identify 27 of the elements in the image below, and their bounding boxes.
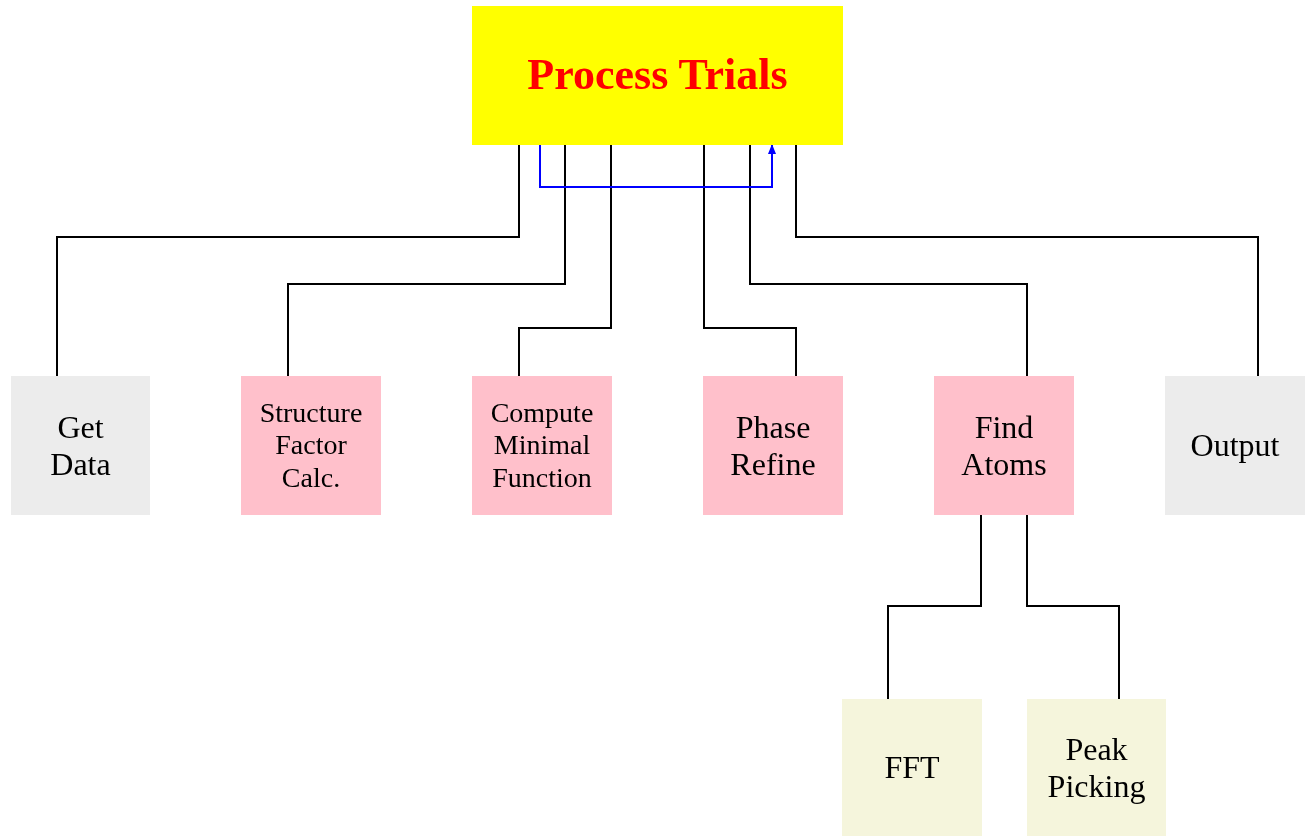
connector-line bbox=[518, 144, 612, 377]
box-label: Find Atoms bbox=[960, 408, 1048, 483]
connector-line bbox=[1026, 514, 1120, 700]
process-box bbox=[1165, 376, 1305, 515]
connector-line bbox=[703, 144, 797, 377]
process-box bbox=[11, 376, 150, 515]
connector-line bbox=[795, 144, 1259, 377]
box-label: FFT bbox=[884, 749, 940, 786]
box-label: Compute Minimal Function bbox=[489, 397, 595, 494]
box-label: Phase Refine bbox=[729, 408, 817, 483]
box-label: Get Data bbox=[49, 408, 112, 483]
process-box bbox=[703, 376, 843, 515]
connector-line bbox=[56, 144, 520, 377]
connector-line bbox=[749, 144, 1028, 377]
box-label: Peak Picking bbox=[1046, 730, 1147, 805]
arrow bbox=[539, 144, 776, 188]
box-label: Output bbox=[1190, 427, 1280, 464]
connector-line bbox=[887, 514, 982, 700]
process-box bbox=[1027, 699, 1166, 836]
connector-line bbox=[287, 144, 566, 377]
title-box bbox=[472, 6, 843, 145]
process-box bbox=[241, 376, 381, 515]
process-box bbox=[472, 376, 612, 515]
process-box bbox=[934, 376, 1074, 515]
process-box bbox=[842, 699, 982, 836]
box-label: Structure Factor Calc. bbox=[258, 397, 364, 494]
box-label: Process Trials bbox=[527, 50, 788, 101]
